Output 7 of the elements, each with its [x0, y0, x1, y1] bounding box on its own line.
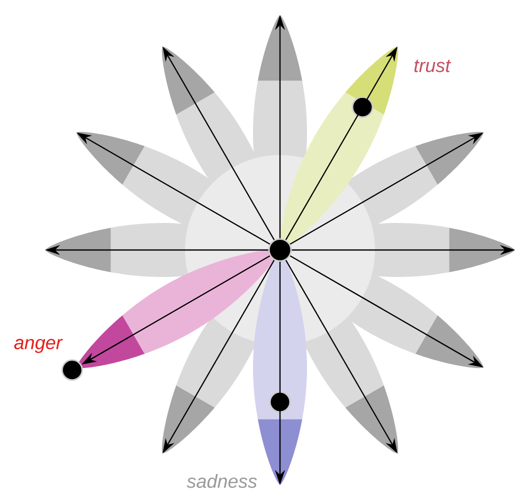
emotion-label: sadness	[186, 474, 257, 488]
emotion-label: anger	[14, 338, 63, 354]
emotion-label: trust	[414, 60, 452, 72]
dot	[269, 391, 291, 413]
dot	[61, 359, 83, 381]
center-dot	[268, 238, 292, 262]
dot	[352, 96, 374, 118]
